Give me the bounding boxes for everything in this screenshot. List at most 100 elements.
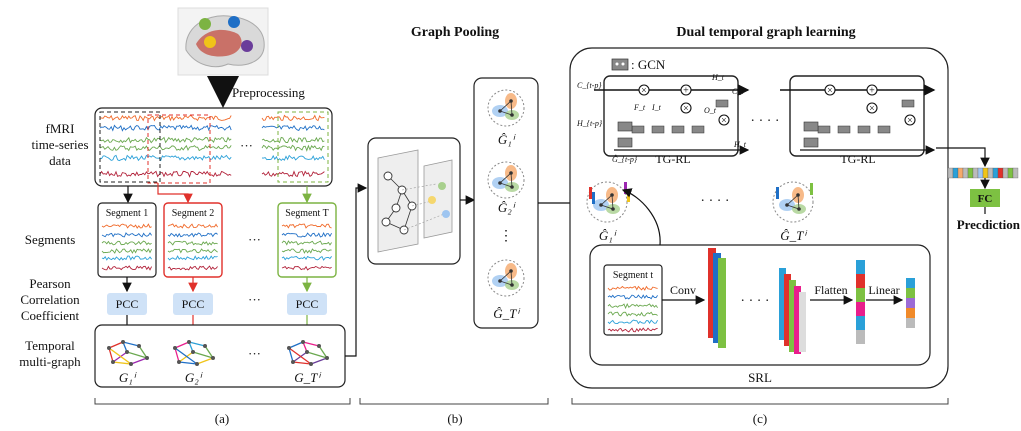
- signal-trace: [101, 223, 152, 229]
- graph-label-t: G_Tⁱ: [294, 370, 321, 385]
- output-cell: [997, 167, 1004, 179]
- feature-bar: [592, 192, 595, 204]
- pooled-node: [509, 99, 513, 103]
- pooled-node: [611, 207, 615, 211]
- signal-trace: [99, 170, 232, 178]
- cells-ellipsis: · · · ·: [750, 114, 779, 129]
- signal-trace: [99, 136, 232, 144]
- svg-text:· · · ·: · · · ·: [740, 294, 769, 309]
- pooled-edges: [499, 100, 513, 116]
- pooled-graphs: [487, 89, 525, 297]
- op-symbol: +: [683, 86, 689, 97]
- graph-node: [195, 362, 199, 366]
- cell-frame: [789, 75, 925, 157]
- multiply-op: [680, 102, 692, 114]
- temporal-graphs: [107, 340, 329, 366]
- segment-signals: [101, 223, 332, 271]
- pooled-edges: [499, 270, 513, 286]
- graph-edge: [108, 347, 114, 363]
- graph-edge: [288, 347, 312, 365]
- pooled-node: [510, 185, 514, 189]
- op-symbol: ×: [641, 86, 647, 97]
- gate-box: [671, 125, 685, 134]
- signal-trace: [261, 144, 325, 152]
- pcc-label-2: PCC: [182, 297, 205, 311]
- linear-vector: [906, 278, 915, 328]
- signal-trace: [261, 114, 325, 122]
- conv-label: Conv: [670, 283, 696, 297]
- gcn-box: [617, 137, 633, 148]
- pcc-box-1: [107, 293, 147, 315]
- graph-edge: [174, 347, 198, 365]
- segment-t-title: Segment T: [285, 208, 328, 219]
- segment-t-title: Segment t: [613, 270, 653, 281]
- output-cell: [972, 167, 979, 179]
- pcc-box-2: [173, 293, 213, 315]
- output-cell: [992, 167, 999, 179]
- srl-box: [589, 244, 931, 366]
- gate-box: [837, 125, 851, 134]
- signal-trace: [167, 223, 218, 229]
- multigraph-ellipsis: ···: [248, 346, 261, 361]
- signal-trace: [261, 154, 325, 162]
- panel-a-label: (a): [215, 411, 229, 426]
- graph-label-2: G₂ⁱ: [185, 370, 203, 385]
- segments-label: Segments: [25, 232, 76, 247]
- label-c-t: C_t: [732, 87, 744, 96]
- pooled-node: [796, 193, 800, 197]
- pooled-node: [498, 109, 502, 113]
- output-cell: [957, 167, 964, 179]
- graph-node: [125, 350, 129, 354]
- dual-g1-label: Ĝ₁ⁱ: [599, 228, 617, 243]
- cell-frame: [603, 75, 739, 157]
- gate-box: [651, 125, 665, 134]
- multiply-op: [718, 114, 730, 126]
- graph-edge: [178, 351, 194, 363]
- signal-trace: [607, 327, 658, 333]
- output-cell: [1012, 167, 1019, 179]
- output-cell: [952, 167, 959, 179]
- signal-trace: [607, 303, 658, 310]
- graph-node: [187, 340, 191, 344]
- pearson-label-2: Correlation: [20, 292, 80, 307]
- gcn-label: : GCN: [631, 57, 666, 72]
- tanh-box: [715, 99, 729, 108]
- flatten-label: Flatten: [814, 283, 847, 297]
- label-h-t: H_t: [733, 140, 747, 149]
- signal-trace: [167, 240, 218, 246]
- window-1: [99, 111, 161, 183]
- signal-trace: [101, 232, 152, 238]
- signal-trace: [281, 231, 332, 238]
- fmri-label-2: time-series: [31, 137, 88, 152]
- dual-pooled-graphs: [586, 181, 814, 223]
- graph-edge: [108, 347, 132, 365]
- graph-edge: [292, 361, 312, 365]
- pooled-node: [510, 283, 514, 287]
- output-cell: [947, 167, 954, 179]
- graph-edge: [112, 351, 128, 363]
- pooled-node: [498, 181, 502, 185]
- add-op: [866, 84, 878, 96]
- multiply-op: [638, 84, 650, 96]
- multiply-op: [904, 114, 916, 126]
- graph-edge: [126, 351, 148, 359]
- srl-label: SRL: [748, 370, 772, 385]
- gcn-icon: [611, 58, 629, 71]
- feature-bar: [589, 187, 592, 199]
- dual-title: Dual temporal graph learning: [676, 25, 855, 40]
- graph-edge: [204, 345, 214, 359]
- pooled-node: [509, 269, 513, 273]
- graph-edge: [306, 351, 328, 359]
- fmri-ellipsis: ···: [240, 138, 253, 153]
- op-symbol: ×: [907, 116, 913, 127]
- signal-trace: [607, 311, 658, 317]
- graph-node: [177, 360, 181, 364]
- pcc-ellipsis: ···: [248, 292, 261, 307]
- label-h-t-top: H_t: [711, 73, 725, 82]
- graph-edge: [196, 357, 214, 365]
- graph-edge: [288, 341, 304, 349]
- pooled-edges: [499, 172, 513, 188]
- signal-trace: [607, 319, 658, 325]
- graph-node: [121, 340, 125, 344]
- gate-box: [857, 125, 871, 134]
